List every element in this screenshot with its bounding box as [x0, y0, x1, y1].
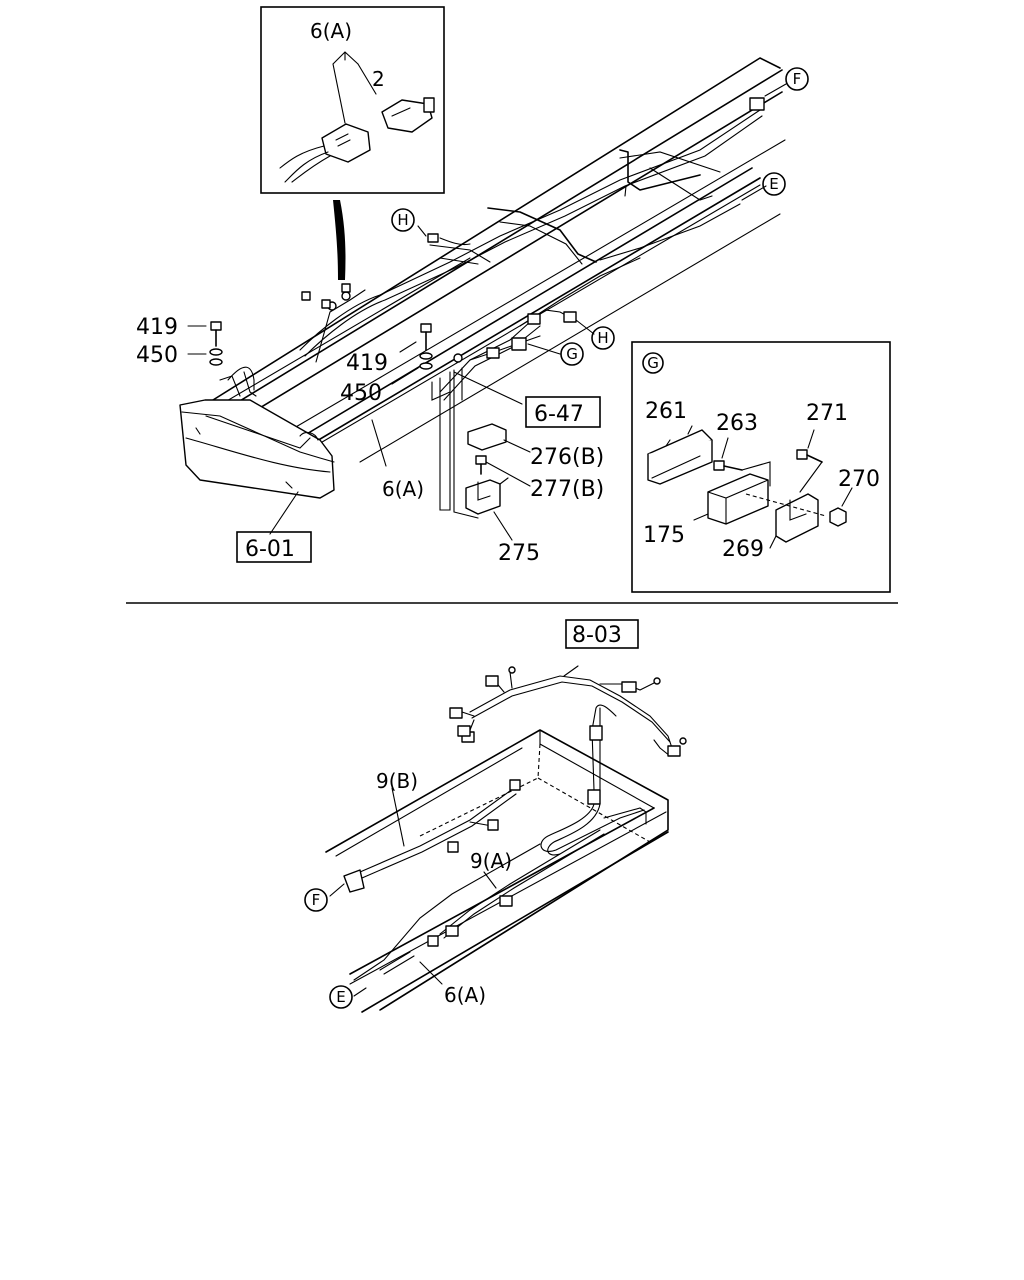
connector-g-main: G	[560, 342, 584, 366]
label-261: 261	[645, 399, 687, 424]
label-263: 263	[716, 411, 758, 436]
ref-6-01: 6-01	[245, 537, 295, 562]
label-419-mid: 419	[346, 351, 388, 376]
label-275: 275	[498, 541, 540, 566]
label-6a-bottom: 6(A)	[444, 983, 486, 1007]
svg-text:H: H	[397, 211, 408, 229]
connector-f-top: F	[785, 67, 809, 91]
label-450-mid: 450	[340, 381, 382, 406]
bumper	[179, 366, 335, 499]
svg-text:F: F	[312, 891, 321, 909]
svg-text:H: H	[597, 329, 608, 347]
svg-text:F: F	[793, 70, 802, 88]
connector-detail-inset: 6(A) 2	[260, 6, 445, 280]
harness-9a	[353, 803, 647, 981]
connector-e-bottom: E	[329, 985, 353, 1009]
connector-h-right: H	[591, 326, 615, 350]
connector-e-top: E	[762, 172, 786, 196]
label-270: 270	[838, 467, 880, 492]
svg-text:E: E	[336, 988, 345, 1006]
ref-8-03: 8-03	[572, 623, 622, 648]
label-450-left: 450	[136, 343, 178, 368]
svg-text:E: E	[769, 175, 778, 193]
bracket-276b	[467, 423, 507, 451]
inset-g-marker: G	[647, 354, 659, 372]
chassis-frame	[204, 57, 786, 519]
label-6a-inset: 6(A)	[310, 19, 352, 43]
label-269: 269	[722, 537, 764, 562]
label-277b: 277(B)	[530, 477, 604, 502]
label-6a-frame: 6(A)	[382, 477, 424, 501]
upper-harness	[449, 666, 687, 805]
label-271: 271	[806, 401, 848, 426]
svg-text:G: G	[566, 345, 578, 363]
washer-450-left	[209, 348, 223, 366]
bolt-419-mid	[419, 323, 433, 370]
label-2: 2	[372, 67, 385, 91]
ref-6-47: 6-47	[534, 402, 584, 427]
label-276b: 276(B)	[530, 445, 604, 470]
label-9a: 9(A)	[470, 849, 512, 873]
connector-f-bottom: F	[304, 888, 328, 912]
detail-inset-g: G	[631, 341, 891, 593]
connector-h-left: H	[391, 208, 415, 232]
harness-9b	[343, 779, 521, 893]
bolt-419-left	[210, 321, 222, 347]
label-419-left: 419	[136, 315, 178, 340]
label-175: 175	[643, 523, 685, 548]
label-9b: 9(B)	[376, 769, 418, 793]
bracket-275	[465, 477, 509, 515]
bolt-277b	[475, 455, 487, 475]
